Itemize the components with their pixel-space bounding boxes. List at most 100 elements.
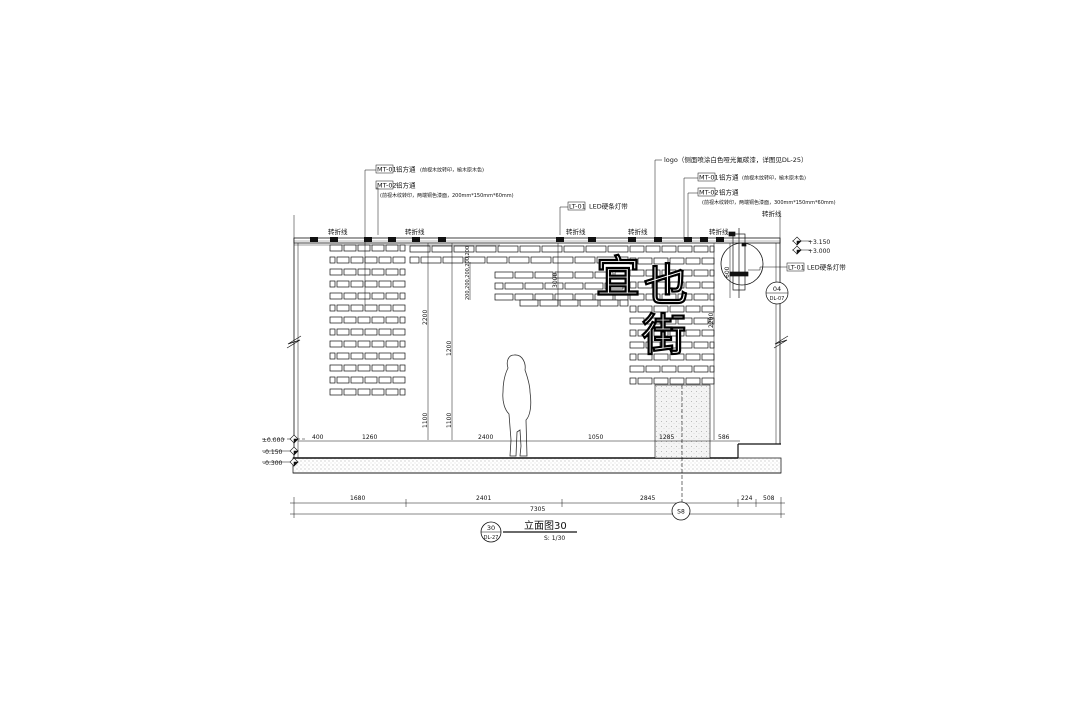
slat-right (645, 245, 661, 253)
vdim-left-lower: 1100 (422, 413, 429, 428)
slat-left (329, 352, 336, 360)
slat-top-band (519, 245, 541, 253)
mt01-left-code: MT-01 (377, 166, 397, 174)
elevation-markers (262, 236, 810, 467)
slat-left (371, 388, 385, 396)
beam-fixing-block (364, 237, 372, 242)
structure (286, 215, 789, 474)
fold-line-label-6: 转折线 (762, 209, 782, 218)
slat-left (336, 304, 350, 312)
beam-fixing-block (700, 237, 708, 242)
slat-mid-low (559, 299, 579, 307)
slat-right (653, 377, 669, 385)
slat-left (371, 292, 385, 300)
slat-left (329, 244, 343, 252)
beam-fixing-block (438, 237, 446, 242)
mt01-left-name: 铝方通 (396, 165, 416, 174)
slat-right (709, 341, 715, 349)
slat-left (364, 304, 378, 312)
beam-fixing-block (654, 237, 662, 242)
slat-left (385, 244, 399, 252)
slat-left (336, 376, 350, 384)
slat-left (392, 280, 406, 288)
slat-right (669, 257, 685, 265)
beam-fixing-block (556, 237, 564, 242)
slat-right (709, 365, 715, 373)
slat-left (350, 256, 364, 264)
elevation-minus1: -0.150 (263, 449, 283, 456)
slat-left (343, 388, 357, 396)
section-marker: S8 (671, 501, 691, 521)
slat-top-band (409, 245, 431, 253)
slat-left (378, 280, 392, 288)
slat-right (629, 245, 645, 253)
vdim-stack: 200,200,200,200,200 (465, 246, 471, 300)
slat-left (378, 352, 392, 360)
slat-left (357, 388, 371, 396)
slat-right (685, 353, 701, 361)
slat-right (637, 257, 653, 265)
slat-right (629, 317, 645, 325)
elevation-top2: +3.000 (808, 248, 830, 255)
slat-mid (514, 271, 534, 279)
slat-left (364, 376, 378, 384)
slat-left (336, 280, 350, 288)
slat-left (329, 304, 336, 312)
slat-mid (494, 293, 514, 301)
human-figure (502, 354, 532, 457)
slat-left (329, 292, 343, 300)
mt02-left-note: (前视木纹转印，两端铜色漆面，200mm*150mm*60mm) (380, 192, 514, 199)
slat-left (343, 316, 357, 324)
slat-right (709, 269, 715, 277)
aluminum-slat-grid (329, 244, 715, 396)
slat-mid (494, 282, 504, 290)
slat-left (385, 292, 399, 300)
slat-top-band (596, 256, 618, 264)
slat-left (399, 244, 406, 252)
mt01-right-note: (前视木纹转印，榆木原木色) (742, 175, 806, 182)
slat-right (637, 281, 653, 289)
slat-right (653, 353, 669, 361)
slat-top-band (541, 245, 563, 253)
slat-left (350, 328, 364, 336)
slat-right (685, 305, 701, 313)
slat-left (399, 388, 406, 396)
slat-right (677, 293, 693, 301)
slat-mid-low (539, 299, 559, 307)
slat-left (385, 268, 399, 276)
slat-right (677, 245, 693, 253)
mt02-left-name: 铝方通 (396, 181, 416, 190)
slat-left (329, 364, 343, 372)
slat-left (350, 376, 364, 384)
slat-mid-low (579, 299, 599, 307)
slat-mid-low (599, 299, 619, 307)
title-name: 立面图30 (524, 519, 567, 532)
hdim-top-5: 1285 (659, 434, 674, 441)
slat-left (329, 376, 336, 384)
horizontal-dimensions-bottom: 1680 2401 2845 224 508 7305 (350, 495, 775, 513)
slat-right (677, 269, 693, 277)
slat-right (677, 317, 693, 325)
slat-left (357, 292, 371, 300)
slat-right (629, 377, 637, 385)
slat-mid (554, 271, 574, 279)
slat-right (637, 329, 653, 337)
slat-mid (614, 271, 629, 279)
slat-right (637, 305, 653, 313)
slat-right (629, 305, 637, 313)
elevation-top1: +3.150 (808, 239, 830, 246)
mt02-right-note: (前视木纹转印，两端铜色漆面，300mm*150mm*60mm) (702, 199, 836, 206)
slat-left (392, 256, 406, 264)
slat-mid (574, 271, 594, 279)
slat-right (701, 257, 715, 265)
mt01-right-code: MT-01 (699, 174, 719, 182)
slat-left (392, 376, 406, 384)
slat-left (343, 340, 357, 348)
fold-line-label-1: 转折线 (328, 227, 348, 236)
title-block: 30 DL-27 立面图30 S: 1/30 (480, 519, 577, 543)
slat-mid-low (519, 299, 539, 307)
slat-left (371, 268, 385, 276)
slat-top-band (497, 245, 519, 253)
slat-left (364, 352, 378, 360)
slat-left (378, 328, 392, 336)
